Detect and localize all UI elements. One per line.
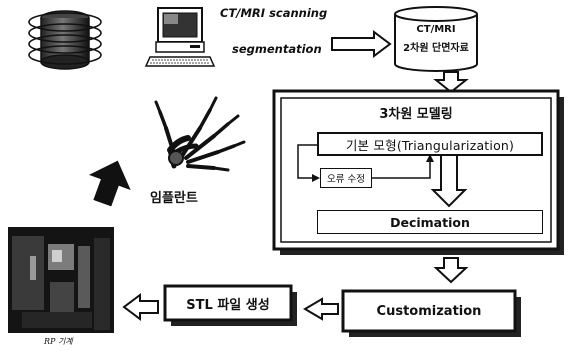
slice-data-title: CT/MRI: [416, 24, 456, 35]
slice-data-subtitle: 2차원 단면자료: [403, 43, 469, 54]
error-fix-box: 오류 수정: [320, 168, 372, 188]
loop-connector: [297, 144, 317, 179]
customization-label: Customization: [376, 303, 482, 319]
arrow-model-to-decimation: [430, 154, 468, 208]
error-fix-label: 오류 수정: [327, 174, 365, 185]
arrow-custom-to-stl: [303, 297, 339, 321]
arrow-data-to-modeling: [433, 71, 469, 94]
arrow-rp-to-implant: [88, 160, 131, 207]
hand-skeleton-icon: [154, 96, 246, 172]
stl-label: STL 파일 생성: [186, 297, 270, 313]
segmentation-label: segmentation: [232, 42, 322, 56]
arrow-modeling-to-customization: [433, 257, 469, 284]
implant-label: 임플란트: [150, 191, 198, 206]
base-model-label: 기본 모형(Triangularization): [345, 137, 515, 153]
scan-label: CT/MRI scanning: [220, 6, 328, 20]
arrow-scan-to-data: [331, 30, 392, 58]
modeling-title: 3차원 모델링: [379, 107, 453, 122]
base-model-box: 기본 모형(Triangularization): [317, 132, 543, 156]
slice-data-cylinder: [394, 6, 478, 72]
rp-machine-photo: [8, 227, 114, 333]
decimation-box: Decimation: [317, 210, 543, 234]
ct-slices-icon: [28, 10, 102, 70]
computer-icon: [144, 7, 216, 67]
decimation-label: Decimation: [390, 214, 470, 230]
rp-machine-label: RP 기계: [44, 337, 73, 346]
arrow-stl-to-rp: [122, 293, 159, 321]
